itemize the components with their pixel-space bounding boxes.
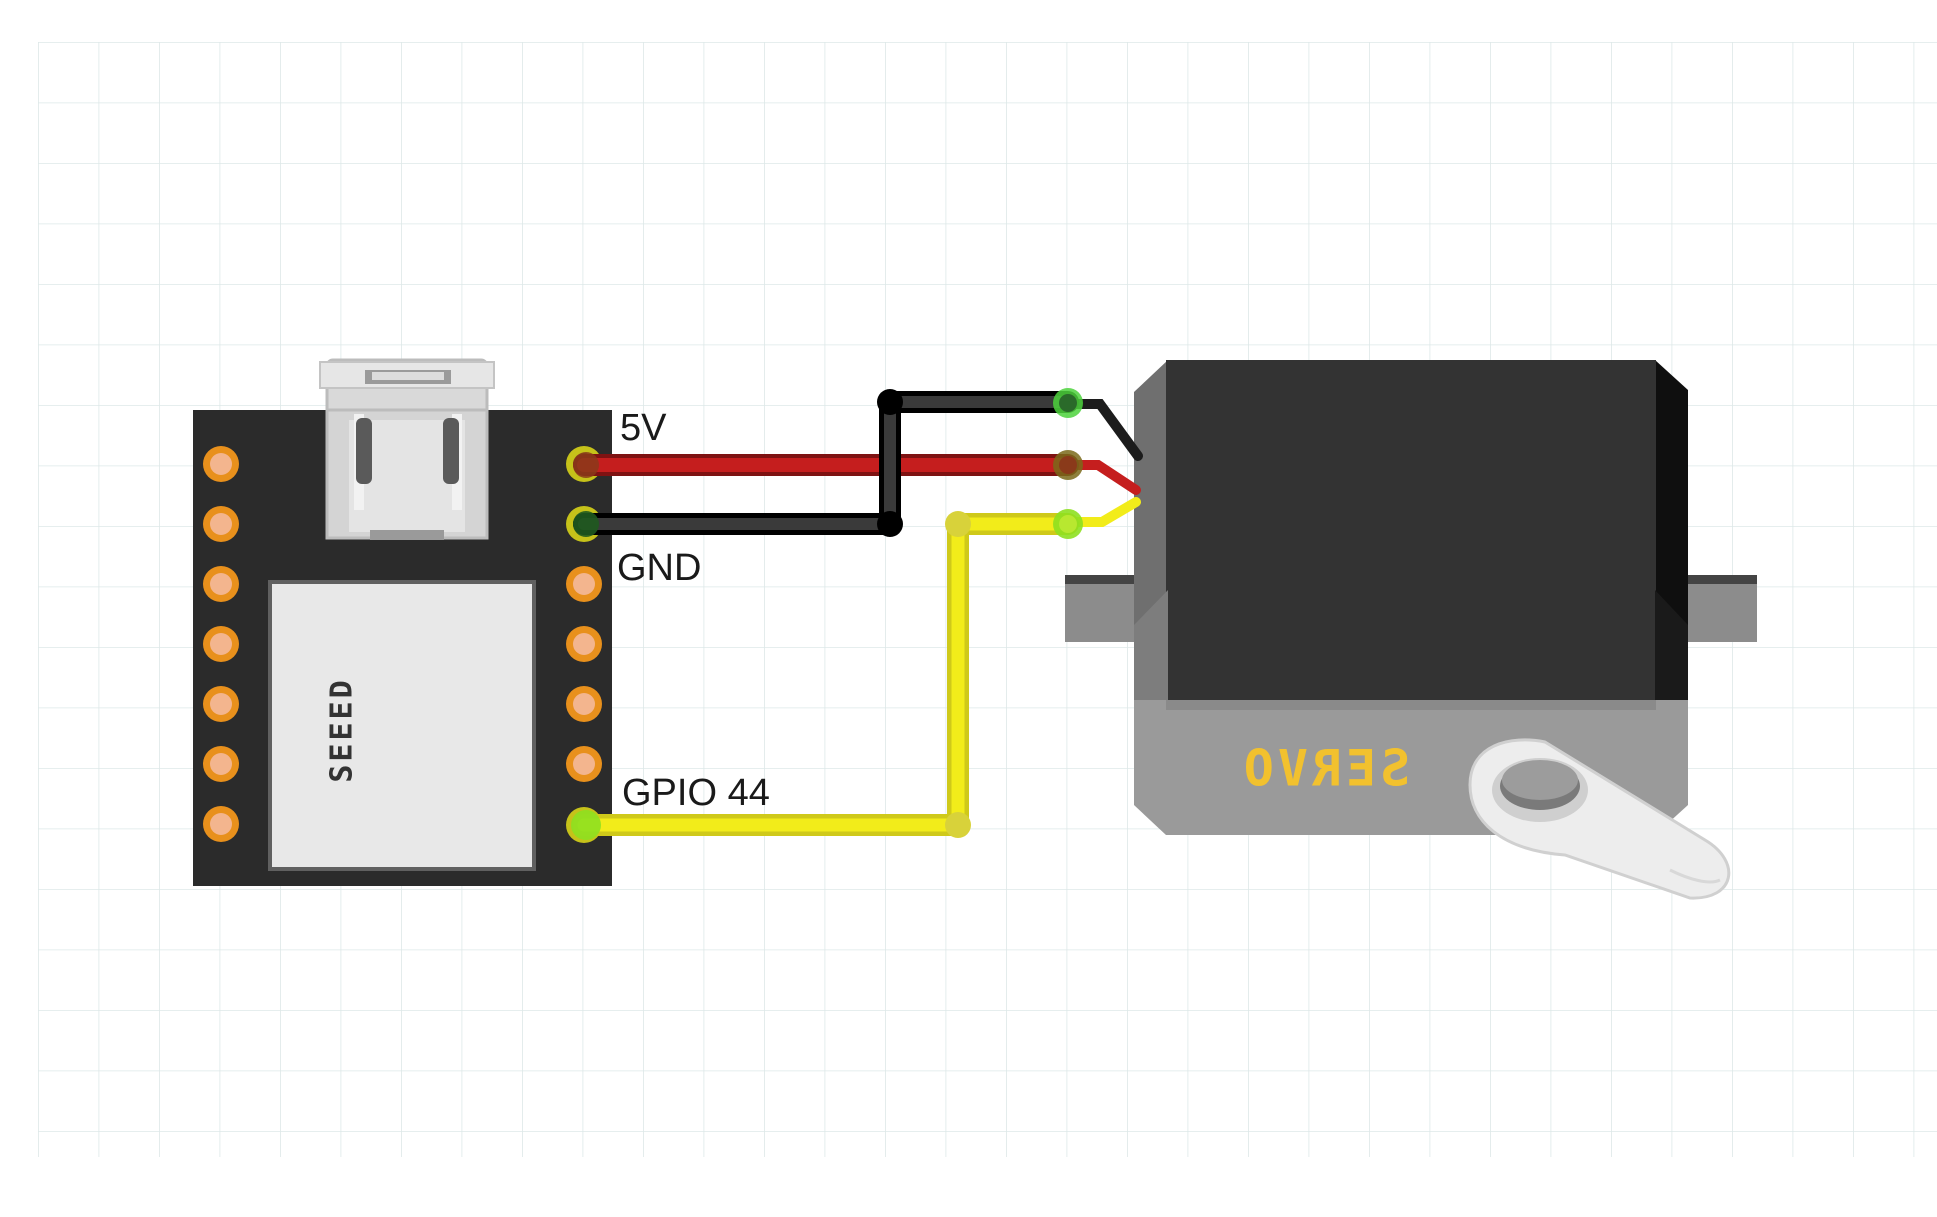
wire-signal[interactable] <box>573 511 1079 838</box>
label-gpio44: GPIO 44 <box>622 772 770 814</box>
pad <box>566 746 602 782</box>
microcontroller-board[interactable]: SEEED <box>193 358 612 886</box>
pad <box>203 446 239 482</box>
pad <box>203 746 239 782</box>
module-shield <box>268 580 536 871</box>
pad <box>203 506 239 542</box>
wire-bend-node <box>877 511 903 537</box>
pad <box>203 686 239 722</box>
pad <box>566 626 602 662</box>
wire-bend-node <box>945 812 971 838</box>
servo-housing-top <box>1166 360 1656 700</box>
label-gnd: GND <box>617 547 701 589</box>
wire-gnd[interactable] <box>573 389 1079 537</box>
wire-bend-node <box>945 511 971 537</box>
servo-motor-icon[interactable]: SERVO <box>1063 360 1757 900</box>
pad <box>566 566 602 602</box>
wire-endpoint-gpio44 <box>571 810 601 840</box>
board-brand-label: SEEED <box>325 677 360 782</box>
wire-endpoint-5v <box>573 452 599 478</box>
left-pin-header <box>203 446 239 842</box>
pad <box>203 566 239 602</box>
pad <box>203 806 239 842</box>
label-5v: 5V <box>620 407 667 449</box>
servo-horn <box>1468 738 1731 900</box>
pad <box>566 686 602 722</box>
usb-c-port <box>325 408 489 540</box>
servo-label: SERVO <box>1240 740 1411 798</box>
wire-endpoint-gnd <box>573 511 599 537</box>
wire-bend-node <box>877 389 903 415</box>
pad <box>203 626 239 662</box>
